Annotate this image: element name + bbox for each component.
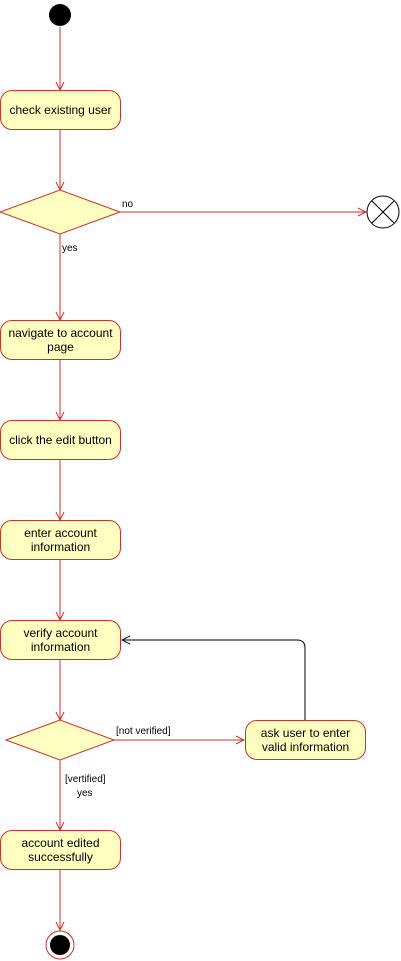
activity-label-line1: enter account xyxy=(24,526,97,540)
activity-final-node xyxy=(45,930,75,960)
activity-verify-account-information: verify account information xyxy=(0,620,121,660)
guard-verified: [vertified] xyxy=(65,774,106,785)
activity-label-line2: information xyxy=(30,540,91,554)
activity-label-line2: page xyxy=(47,340,74,354)
activity-label-line1: ask user to enter xyxy=(260,726,351,740)
guard-no: no xyxy=(122,199,134,210)
activity-account-edited-successfully: account edited successfully xyxy=(0,830,121,870)
guard-yes: yes xyxy=(62,243,78,254)
guard-not-verified: [not verified] xyxy=(116,726,171,737)
activity-click-edit-button: click the edit button xyxy=(0,420,121,460)
activity-label-line2: successfully xyxy=(28,850,93,864)
decision-user-exists xyxy=(0,189,122,235)
decision-verified xyxy=(4,719,116,761)
activity-enter-account-information: enter account information xyxy=(0,520,121,560)
activity-label-line2: valid information xyxy=(261,740,350,754)
flow-final-node xyxy=(366,195,400,229)
initial-node xyxy=(49,4,71,26)
guard-verified-yes: yes xyxy=(77,788,93,799)
activity-ask-valid-information: ask user to enter valid information xyxy=(245,720,366,760)
activity-label: check existing user xyxy=(9,103,112,117)
activity-check-existing-user: check existing user xyxy=(0,90,121,130)
activity-label-line1: navigate to account xyxy=(8,326,113,340)
activity-label: click the edit button xyxy=(9,433,112,447)
activity-label-line2: information xyxy=(30,640,91,654)
activity-label-line1: verify account xyxy=(23,626,98,640)
edge-ask-back-to-verify xyxy=(122,640,306,720)
activity-label-line1: account edited xyxy=(21,836,100,850)
activity-navigate-to-account-page: navigate to account page xyxy=(0,320,121,360)
